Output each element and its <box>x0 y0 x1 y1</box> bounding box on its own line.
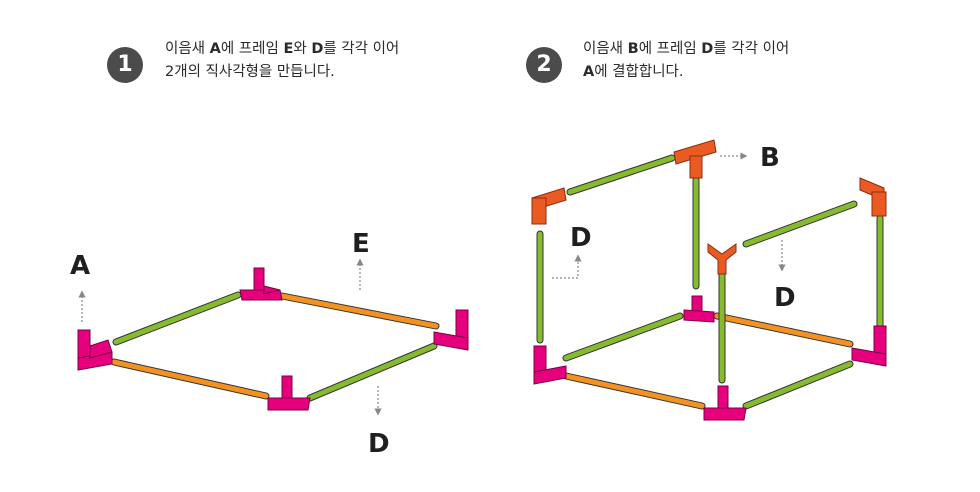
connector-a-tee <box>683 295 715 323</box>
label-a: A <box>70 251 90 281</box>
step-2-cube: B D D <box>531 139 887 421</box>
connector-b-tee <box>673 139 717 179</box>
connector-b-y <box>707 243 737 275</box>
connector-b-corner <box>531 187 567 225</box>
connector-a-tee <box>239 267 283 301</box>
step-2-instruction: 이음새 B에 프레임 D를 각각 이어 A에 결합합니다. <box>583 38 789 84</box>
connector-a-tee <box>267 375 311 411</box>
step-2-badge: 2 <box>526 47 562 83</box>
step-2-line-2: A에 결합합니다. <box>583 64 684 80</box>
label-d-right: D <box>774 283 796 313</box>
connector-a-corner <box>533 345 567 385</box>
connector-a-corner <box>77 329 113 371</box>
label-e: E <box>352 229 370 259</box>
step-1-instruction: 이음새 A에 프레임 E와 D를 각각 이어 2개의 직사각형을 만듭니다. <box>165 38 399 84</box>
step-1-line-2: 2개의 직사각형을 만듭니다. <box>165 64 335 80</box>
step-1-line-1: 이음새 A에 프레임 E와 D를 각각 이어 <box>165 41 400 57</box>
connector-a-tee <box>703 385 747 421</box>
step-1-rectangle: A E D <box>70 229 469 459</box>
step-2-line-1: 이음새 B에 프레임 D를 각각 이어 <box>583 41 790 57</box>
step-1-badge: 1 <box>107 47 143 83</box>
label-b: B <box>760 143 780 173</box>
label-d: D <box>368 429 390 459</box>
connector-a-corner <box>433 309 469 351</box>
connector-b-corner <box>859 177 887 217</box>
connector-a-corner <box>851 325 887 367</box>
label-d-left: D <box>570 223 592 253</box>
